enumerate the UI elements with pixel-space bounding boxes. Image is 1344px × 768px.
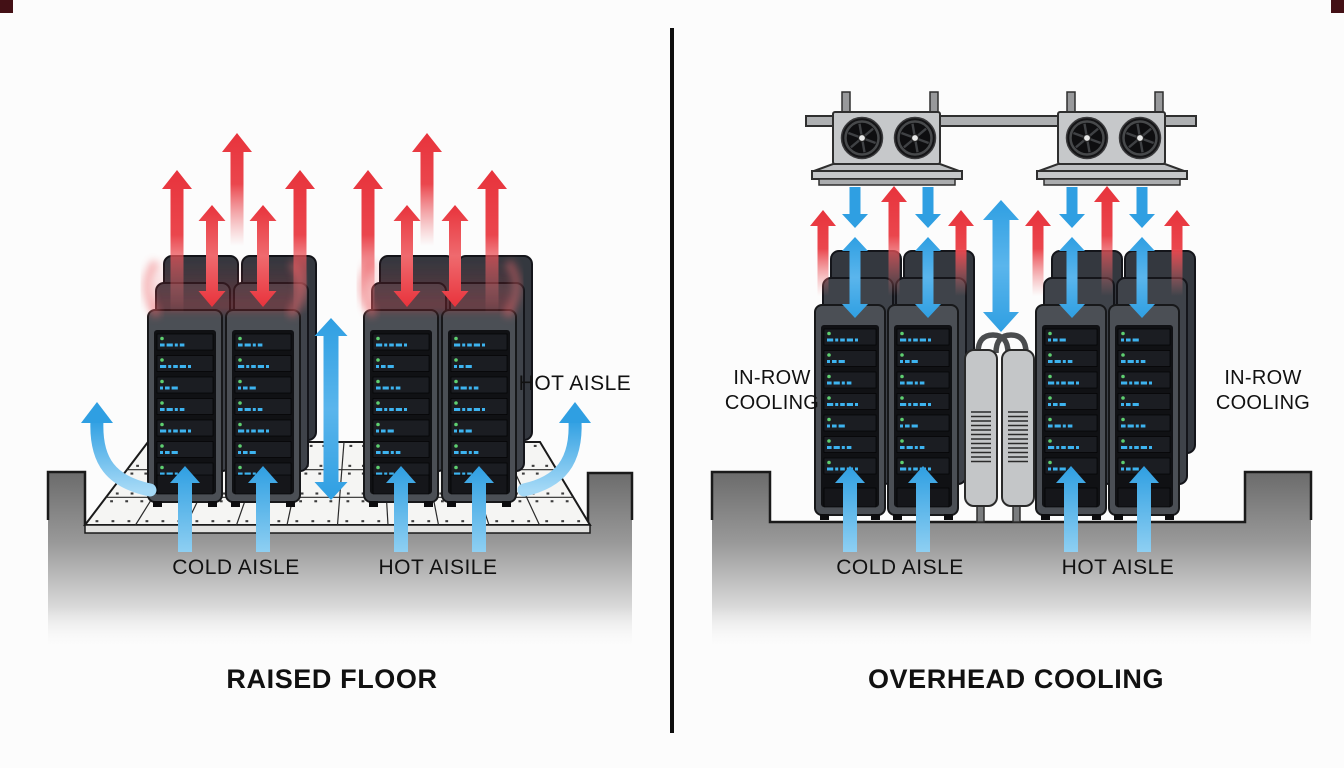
overhead-cooling-panel: IN-ROW COOLING IN-ROW COOLING COLD AISLE… (710, 91, 1313, 694)
hot-aisle-floor-label-left: HOT AISILE (379, 556, 498, 579)
cooler-tower (964, 349, 998, 507)
overhead-cooling-unit (1036, 91, 1188, 186)
server-racks-right (814, 250, 1196, 520)
hot-air-arrow (1164, 210, 1190, 296)
tile-platform-edge (84, 524, 591, 534)
fan-icon (893, 116, 937, 160)
in-row-cooling-label-right-2: COOLING (1216, 392, 1310, 414)
cold-air-underfloor-arrow (464, 466, 494, 552)
hot-air-arrow (948, 210, 974, 296)
video-artifact (0, 0, 13, 13)
cold-air-underfloor-arrow (1056, 466, 1086, 552)
server-rack (1108, 304, 1180, 520)
cooler-pipe (975, 332, 1011, 354)
cold-air-supply-arrow (1129, 187, 1155, 228)
hot-aisle-label-right: HOT AISLE (1062, 556, 1175, 579)
hot-air-arrow (412, 133, 442, 246)
hot-air-double-arrow (198, 205, 226, 307)
raised-floor-panel: HOT AISLE COLD AISLE HOT AISILE RAISED F… (46, 133, 634, 694)
cold-air-supply-arrow (1059, 187, 1085, 228)
cooler-leg (976, 505, 985, 523)
cooler-leg (1012, 505, 1021, 523)
cold-air-underfloor-arrow (170, 466, 200, 552)
airflow-arrows-left (81, 133, 591, 552)
cold-air-center-arrow (983, 200, 1019, 332)
fan-icon (1118, 116, 1162, 160)
hot-air-arrow (1025, 210, 1051, 296)
ground-body (48, 472, 632, 652)
in-row-cooling-label-left: IN-ROW (733, 367, 810, 389)
fan-icon (1065, 116, 1109, 160)
rack-row-group (363, 255, 533, 507)
server-rack (363, 309, 439, 507)
hot-air-arrow (810, 210, 836, 296)
hot-air-arrow (162, 170, 192, 314)
cold-air-underfloor-arrow (248, 466, 278, 552)
rack-row-group (147, 255, 317, 507)
hot-aisle-side-label: HOT AISLE (519, 372, 632, 395)
raised-floor-title: RAISED FLOOR (226, 664, 437, 694)
hot-air-arrow (353, 170, 383, 314)
cold-air-underfloor-arrow (908, 466, 938, 552)
rack-row-group (814, 250, 975, 520)
cold-air-curved-arrow-right (517, 402, 591, 497)
in-row-cooler (964, 332, 1035, 523)
video-artifact (1331, 0, 1344, 13)
hot-air-double-arrow (249, 205, 277, 307)
server-rack (441, 309, 517, 507)
airflow-arrows-right (810, 186, 1190, 552)
cooler-pipe (993, 332, 1029, 354)
server-rack (814, 304, 886, 520)
server-rack (887, 304, 959, 520)
hot-air-arrow (477, 170, 507, 314)
cold-aisle-label-right: COLD AISLE (836, 556, 964, 579)
cold-air-double-arrow (1059, 237, 1085, 318)
server-rack (1035, 304, 1107, 520)
server-racks-left (147, 255, 533, 507)
cold-air-supply-arrow (842, 187, 868, 228)
hot-air-double-arrow (393, 205, 421, 307)
ground-contour (710, 470, 1313, 524)
cold-air-double-arrow (314, 318, 348, 500)
hot-air-glow-left (142, 258, 522, 319)
ground-body (712, 472, 1311, 652)
in-row-cooling-label-left-2: COOLING (725, 392, 819, 414)
hot-air-arrow (881, 186, 907, 296)
overhead-rail (805, 115, 1197, 127)
hot-air-arrow (285, 170, 315, 314)
cold-air-curved-arrow-left (81, 402, 157, 497)
cold-air-underfloor-arrow (835, 466, 865, 552)
hot-air-arrow (1094, 186, 1120, 296)
cold-air-double-arrow (1129, 237, 1155, 318)
cold-air-underfloor-arrow (1129, 466, 1159, 552)
hot-air-arrow (222, 133, 252, 246)
overhead-cooling-title: OVERHEAD COOLING (868, 664, 1164, 694)
cooler-tower (1001, 349, 1035, 507)
hot-air-double-arrow (441, 205, 469, 307)
overhead-cooling-unit (811, 91, 963, 186)
cold-air-supply-arrow (915, 187, 941, 228)
server-rack (147, 309, 223, 507)
cold-air-double-arrow (915, 237, 941, 318)
overhead-cooling-units (805, 91, 1197, 186)
cold-aisle-label-left: COLD AISLE (172, 556, 300, 579)
fan-icon (840, 116, 884, 160)
panel-divider (670, 28, 674, 733)
ground-right (710, 470, 1313, 652)
in-row-cooling-label-right: IN-ROW (1224, 367, 1301, 389)
cold-air-underfloor-arrow (386, 466, 416, 552)
cold-air-double-arrow (842, 237, 868, 318)
